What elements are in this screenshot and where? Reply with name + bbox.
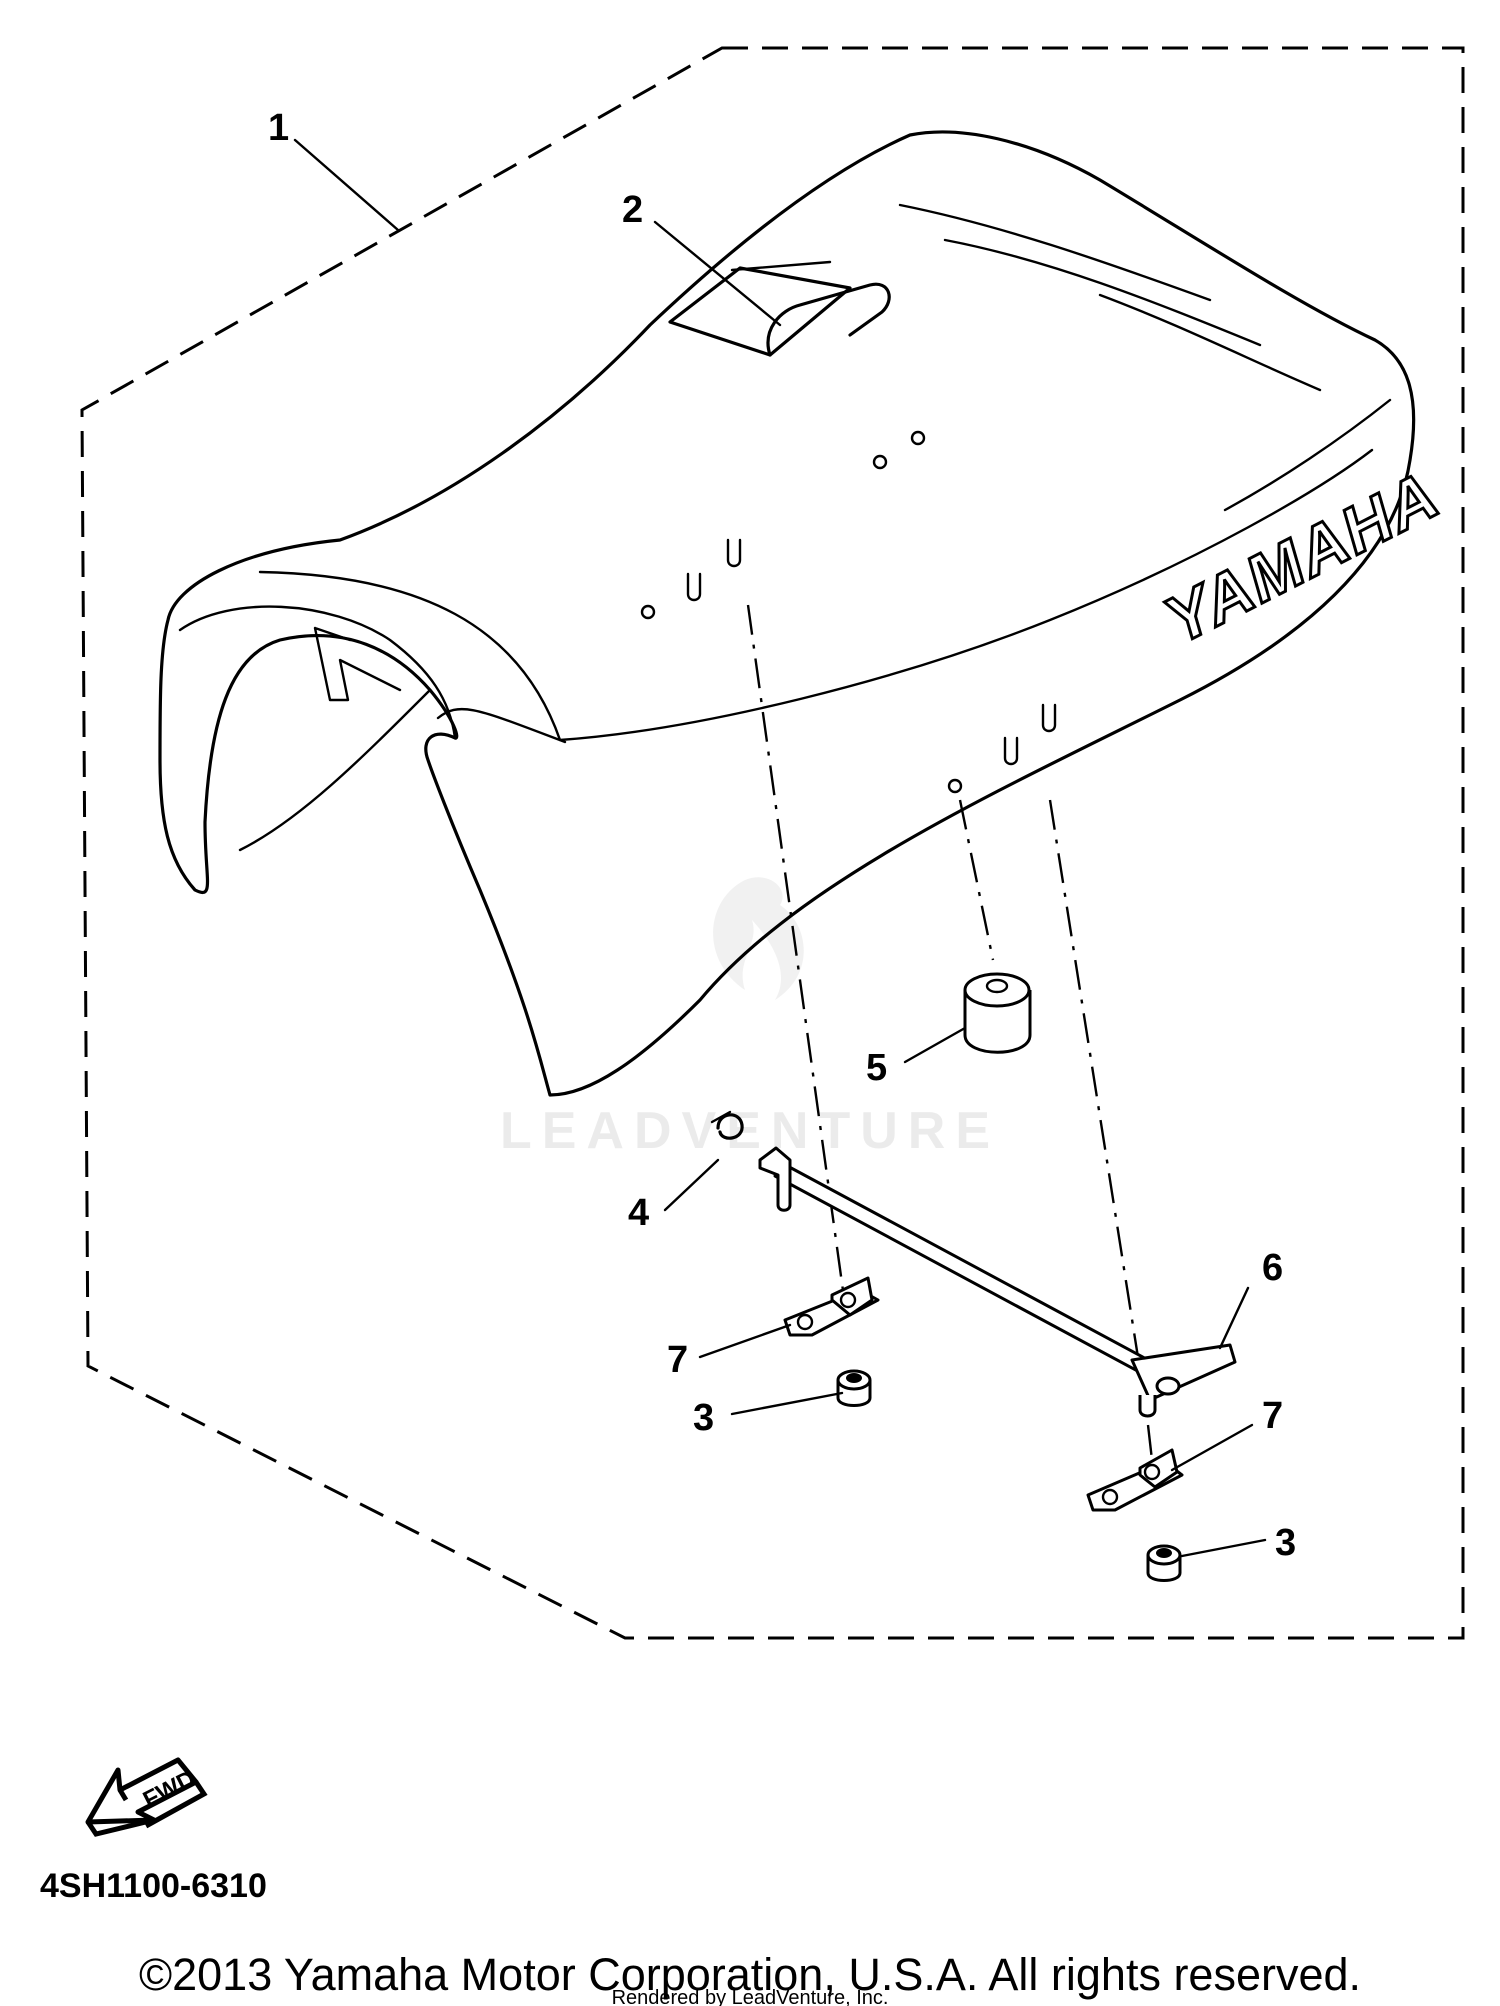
rod-part-6 xyxy=(758,1146,1237,1418)
leader-line-7-right xyxy=(1170,1423,1254,1472)
callout-5: 5 xyxy=(866,1047,887,1089)
seat-strap-fold xyxy=(730,260,832,272)
centre-line xyxy=(958,799,995,961)
callout-1: 1 xyxy=(268,107,289,149)
callout-4: 4 xyxy=(628,1192,649,1234)
seat-stripe-1 xyxy=(898,203,1212,302)
leader-line-1 xyxy=(293,138,400,232)
watermark: LEADVENTURE xyxy=(500,877,1000,1160)
seat-stripe-2 xyxy=(943,238,1262,347)
damper-part-5 xyxy=(963,972,1032,1054)
leader-line-3-left xyxy=(730,1391,844,1416)
seat-hole xyxy=(947,778,963,794)
callout-6: 6 xyxy=(1262,1247,1283,1289)
forward-direction-indicator: FWD xyxy=(85,1757,208,1837)
yamaha-logo-text: YAMAHA xyxy=(1153,457,1451,658)
bracket-part-7-right xyxy=(1086,1448,1184,1512)
seat-clip xyxy=(726,538,742,568)
nut-part-3-right xyxy=(1146,1544,1182,1582)
flame-logo-icon xyxy=(713,877,804,1000)
fwd-arrow-shadow xyxy=(85,1780,208,1837)
seat-side-band xyxy=(1223,398,1392,512)
watermark-text: LEADVENTURE xyxy=(500,1102,1000,1160)
callout-3-left: 3 xyxy=(693,1397,714,1439)
callout-7-left: 7 xyxy=(667,1339,688,1381)
seat-hole xyxy=(872,454,888,470)
centre-line xyxy=(1048,799,1142,1371)
seat-assembly: YAMAHA xyxy=(158,130,1452,1097)
seat-clip xyxy=(1003,736,1019,766)
seat-hole xyxy=(910,430,926,446)
seat-strap-loop xyxy=(766,282,891,357)
seat-top-crease xyxy=(436,707,567,744)
centre-line xyxy=(1146,1424,1154,1461)
clip-part-4 xyxy=(710,1110,744,1140)
seat-lower-edge xyxy=(238,688,432,852)
seat-strap xyxy=(668,266,852,357)
seat-hole xyxy=(640,604,656,620)
callout-3-right: 3 xyxy=(1275,1522,1296,1564)
figure-code: 4SH1100-6310 xyxy=(40,1867,267,1905)
leader-line-5 xyxy=(903,1026,967,1064)
callout-2: 2 xyxy=(622,189,643,231)
leader-line-7-left xyxy=(698,1323,792,1359)
copyright-notice: ©2013 Yamaha Motor Corporation, U.S.A. A… xyxy=(139,1949,1361,2000)
seat-inner-bracket xyxy=(313,626,402,702)
seat-outline xyxy=(158,130,1416,1097)
seat-top-rim xyxy=(258,448,1374,742)
seat-stripe-3 xyxy=(1098,293,1322,392)
seat-clip xyxy=(686,572,702,602)
leader-line-4 xyxy=(663,1158,720,1212)
bracket-part-7-left xyxy=(783,1276,880,1337)
leader-line-2 xyxy=(653,220,782,327)
seat-clip xyxy=(1041,703,1057,733)
nut-part-3-left xyxy=(836,1369,872,1407)
centre-line xyxy=(746,604,847,1306)
leader-line-3-right xyxy=(1180,1538,1267,1558)
assembly-boundary xyxy=(80,46,1465,1640)
yamaha-logo: YAMAHA xyxy=(1151,455,1452,659)
callout-7-right: 7 xyxy=(1262,1395,1283,1437)
leader-line-6 xyxy=(1218,1286,1250,1350)
rendered-by-notice: Rendered by LeadVenture, Inc. xyxy=(612,1987,889,2006)
seat-inner-opening xyxy=(178,605,457,740)
